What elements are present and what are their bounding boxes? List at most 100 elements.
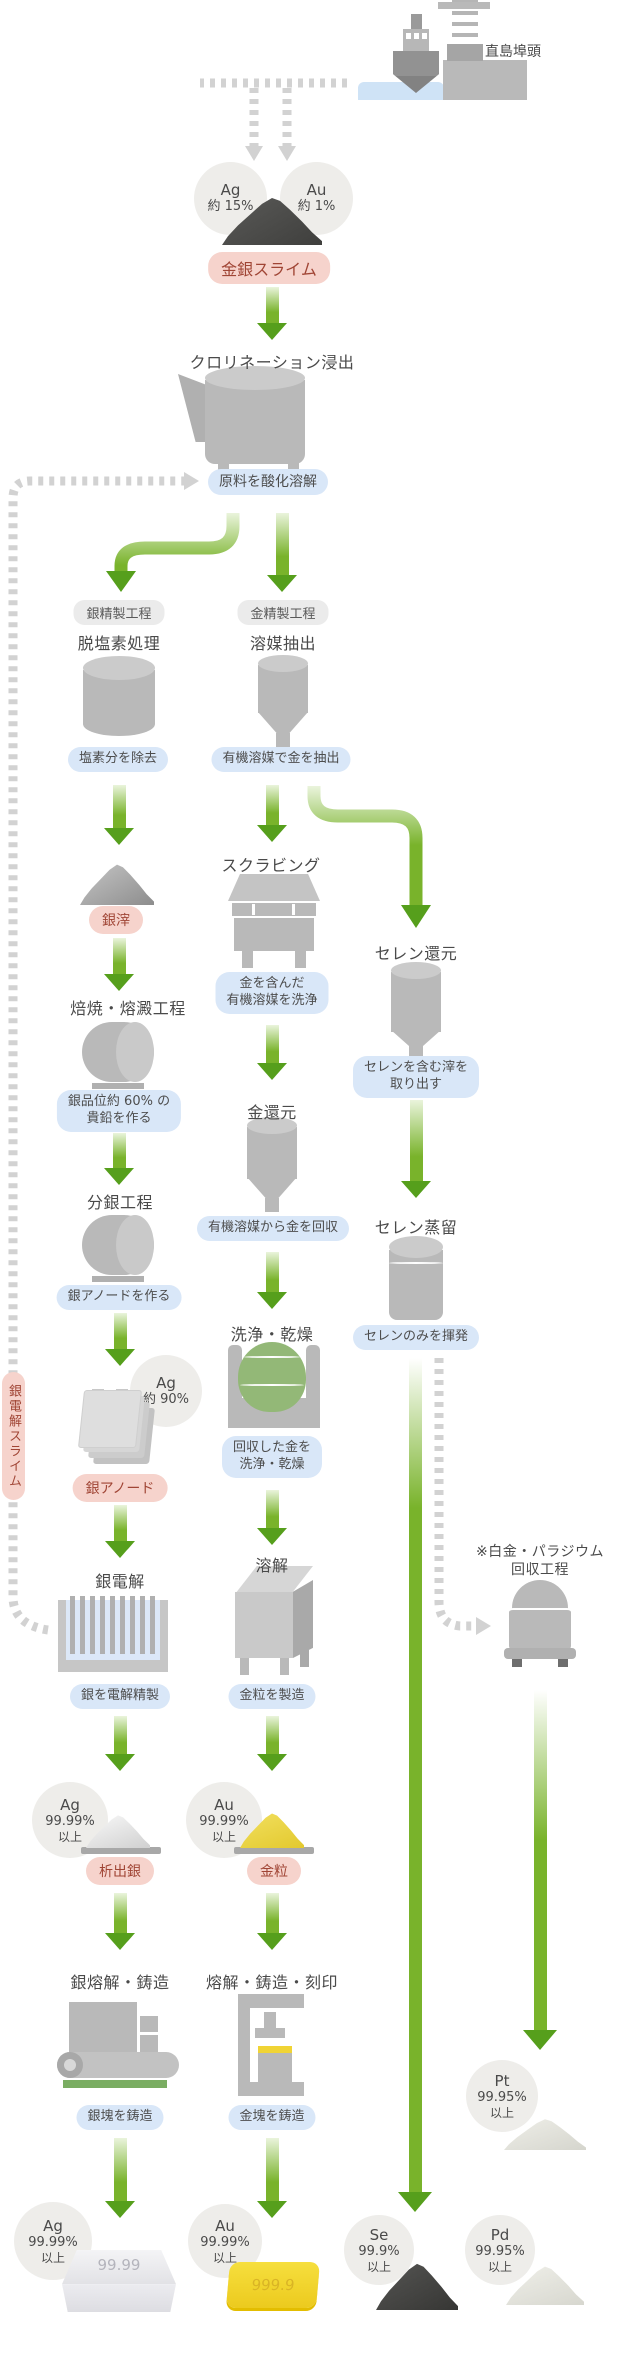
recycle-arrowhead [184,472,199,490]
flow-arrow [105,1716,135,1771]
electrode-plate-icon [90,1596,95,1654]
extraction-funnel-stem-icon [276,733,290,747]
gold-grain-label: 金粒 [247,1857,301,1885]
deposited-silver-label: 析出銀 [86,1857,154,1885]
final-au-symbol: Au [215,2216,235,2235]
flow-arrow [401,1100,431,1198]
gold-reduction-note: 有機溶媒から金を回収 [196,1216,350,1241]
electrode-plate-icon [110,1596,115,1654]
silver-pile-plate-icon [81,1847,161,1854]
selenium-long-arrow [398,1358,432,2212]
ptpd-arrowhead [476,1617,491,1635]
crane-boom-icon [438,2,490,9]
washer-barrel-ring-icon [240,1384,304,1386]
ship-window-icon [414,33,419,39]
press-frame-bottom-icon [238,2082,304,2096]
flow-arrow [257,1252,287,1309]
flow-arrow [104,1133,134,1185]
silver-melting-title: 銀熔解・鋳造 [70,1973,170,1992]
deposited-ag-min: 以上 [57,1829,82,1844]
press-mold-icon [258,2053,292,2082]
scrubbing-band-slit-icon [292,904,295,915]
anode-ag-percent: 約 90% [142,1391,190,1407]
anode-plate-icon [77,1390,143,1448]
washing-note: 回収した金を 洗浄・乾燥 [221,1436,323,1478]
selenium-distillation-drum-icon [389,1248,443,1320]
scrubbing-note-line2: 有機溶媒を洗浄 [226,992,318,1008]
silver-ingot-mark: 99.99 [97,2256,141,2274]
grain-au-min: 以上 [211,1829,236,1844]
final-pd-min: 以上 [487,2259,512,2274]
roasting-kiln-base-icon [92,1083,144,1089]
chlorination-title: クロリネーション浸出 [189,353,355,372]
import-arrowhead-left [245,146,263,161]
washing-note-line2: 洗浄・乾燥 [239,1456,305,1472]
extraction-title: 溶媒抽出 [249,634,317,653]
water-icon [358,82,444,100]
parting-kiln-end-icon [116,1215,154,1275]
flow-arrow [257,785,287,842]
flow-arrow [104,938,134,991]
electrode-plate-icon [70,1596,75,1654]
press-piston-rod-icon [264,2012,276,2030]
gold-ingot-icon: 999.9 [225,2262,321,2308]
dissolution-note: 金粒を製造 [228,1684,316,1709]
final-pd-purity: 99.95% [475,2243,525,2259]
flow-arrow [257,1716,287,1771]
branch-curve-selenium [307,786,423,907]
gold-reduction-funnel-body-icon [247,1125,297,1179]
washer-barrel-icon [238,1342,306,1412]
gold-process-tag: 金精製工程 [237,600,329,625]
dechlorination-note: 塩素分を除去 [67,747,169,772]
electrode-plate-icon [130,1596,135,1654]
scrubbing-leg-icon [295,951,306,968]
silver-process-tag: 銀精製工程 [73,600,165,625]
electrode-plate-icon [120,1596,125,1654]
dissolution-leg-icon [300,1650,309,1667]
slime-label: 金銀スライム [208,252,330,284]
scrubbing-body-icon [234,918,314,951]
roasting-kiln-end-icon [116,1022,154,1082]
flow-arrow [257,287,287,340]
parting-title: 分銀工程 [86,1193,154,1212]
roasting-note: 銀品位約 60% の 貴鉛を作る [56,1090,182,1132]
selenium-reduction-note-line2: 取り出す [389,1076,443,1092]
scrubbing-note-line1: 金を含んだ [239,976,305,991]
flow-arrow [257,1490,287,1545]
scrubbing-leg-icon [242,951,253,968]
platinum-product-circle: Pt 99.95% 以上 [466,2060,538,2132]
silver-product-circle: Ag 99.99% 以上 [14,2202,92,2280]
au-percent: 約 1% [297,199,336,215]
roasting-title: 焙焼・熔澱工程 [70,999,186,1018]
extraction-note: 有機溶媒で金を抽出 [211,747,351,772]
flow-arrow [257,2138,287,2218]
extraction-funnel-top-icon [258,655,308,672]
dechlorination-cylinder-top-icon [83,656,155,680]
deposited-ag-symbol: Ag [60,1795,80,1814]
ptpd-dashed-line [434,1358,476,1631]
gold-pile-plate-icon [234,1847,314,1854]
selenium-reduction-title: セレン還元 [374,944,458,963]
gold-casting-note: 金塊を鋳造 [228,2105,316,2130]
chlorination-note: 原料を酸化溶解 [208,469,328,496]
casting-machine-body-icon [69,2002,137,2054]
scrubbing-hood-icon [228,874,320,901]
gold-reduction-title: 金還元 [247,1103,297,1122]
silver-ingot-icon: 99.99 [62,2250,176,2312]
grain-au-symbol: Au [214,1795,234,1814]
split-curve-silver [114,513,240,573]
washing-note-line1: 回収した金を [232,1440,312,1455]
gold-reduction-funnel-stem-icon [265,1198,279,1212]
scrubbing-band-slit-icon [252,904,255,915]
palladium-product-circle: Pd 99.95% 以上 [465,2215,535,2285]
press-gold-strip-icon [258,2046,292,2053]
ship-window-icon [406,33,411,39]
electrode-plate-icon [100,1596,105,1654]
selenium-distillation-note: セレンのみを揮発 [352,1325,480,1350]
selenium-reduction-note: セレンを含む滓を 取り出す [352,1056,480,1098]
branch-curve-selenium-head [401,905,431,928]
electrolysis-cell-icon [58,1596,168,1672]
silver-ingot-top-icon [62,2250,176,2285]
